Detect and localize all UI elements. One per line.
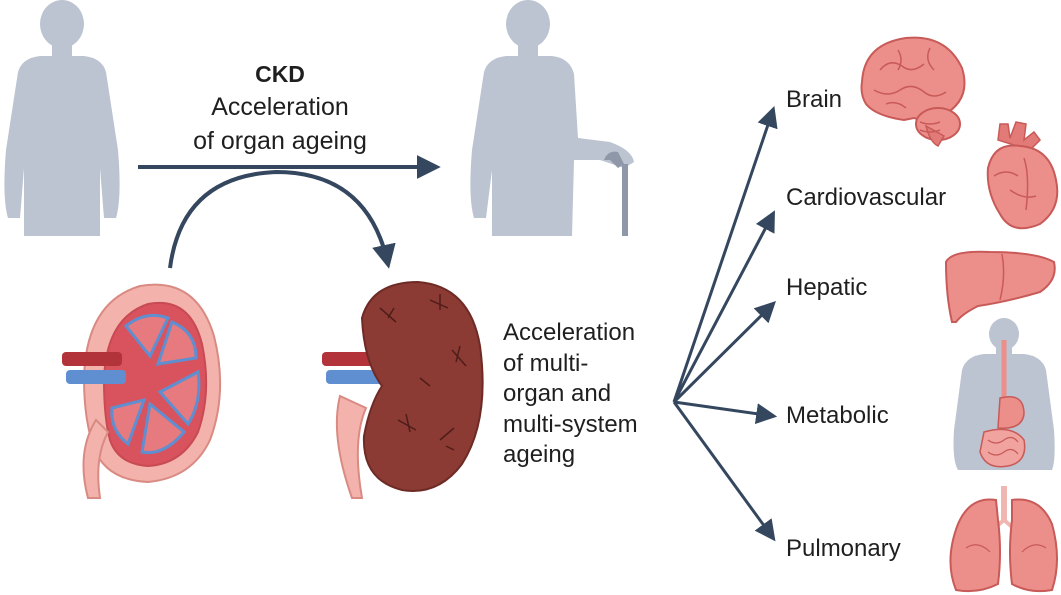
heart-icon: [986, 121, 1059, 230]
label-hepatic: Hepatic: [786, 274, 868, 301]
elderly-person-silhouette: [470, 0, 634, 236]
arrow-to-brain: [672, 106, 778, 403]
healthy-kidney-icon: [62, 283, 222, 499]
lungs-icon: [949, 486, 1058, 593]
ckd-label: CKD Acceleration of organ ageing: [170, 58, 390, 158]
multi-line-4: multi-system: [503, 410, 638, 438]
label-brain: Brain: [786, 86, 843, 113]
digestive-tract-icon: [953, 318, 1055, 470]
multi-organ-label: Acceleration of multi- organ and multi-s…: [503, 318, 678, 471]
multi-line-2: of multi-: [503, 349, 589, 377]
label-pulmonary: Pulmonary: [786, 535, 901, 562]
ckd-title: CKD: [255, 61, 305, 87]
multi-line-1: Acceleration: [503, 319, 636, 346]
ckd-line-2: of organ ageing: [193, 127, 367, 155]
multi-line-3: organ and: [503, 380, 612, 407]
ckd-line-1: Acceleration: [211, 93, 349, 121]
liver-icon: [944, 250, 1056, 323]
arrow-to-hepatic: [672, 301, 776, 404]
arrow-to-metabolic: [673, 400, 778, 425]
young-person-silhouette: [4, 0, 120, 236]
brain-icon: [860, 36, 966, 147]
diseased-kidney-icon: [322, 280, 484, 499]
arrow-to-cardiovascular: [672, 210, 775, 403]
arrow-to-pulmonary: [672, 401, 776, 542]
organ-system-arrows: [672, 106, 778, 542]
label-metabolic: Metabolic: [786, 402, 889, 429]
curved-arrow: [168, 169, 396, 269]
multi-line-5: ageing: [503, 441, 576, 468]
label-cardiovascular: Cardiovascular: [786, 184, 947, 211]
